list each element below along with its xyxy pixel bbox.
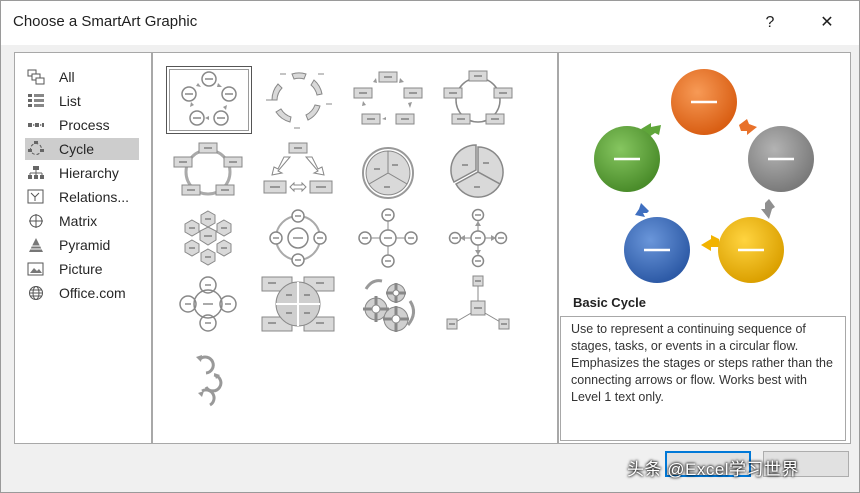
- cycle-icon: [28, 141, 44, 155]
- category-label: All: [59, 69, 75, 85]
- title-bar: Choose a SmartArt Graphic ? ✕: [1, 1, 859, 45]
- category-item-list[interactable]: List: [25, 90, 139, 112]
- category-item-relationship[interactable]: Relations...: [25, 186, 139, 208]
- preview-pane: Basic Cycle Use to represent a continuin…: [558, 52, 851, 444]
- layout-radial-cluster[interactable]: [436, 271, 520, 337]
- block-cycle-thumb: [353, 71, 423, 125]
- arrow-yellow-blue: [701, 235, 719, 251]
- diverging-radial-thumb: [448, 208, 508, 268]
- arrow-orange-gray: [739, 119, 757, 135]
- close-button[interactable]: ✕: [820, 14, 834, 31]
- pyramid-icon: [29, 238, 43, 252]
- basic-pie-thumb: [450, 144, 504, 198]
- layout-basic-radial[interactable]: [346, 205, 430, 271]
- layout-gallery: [152, 52, 558, 444]
- layout-circular-arrows[interactable]: [166, 345, 250, 411]
- gear-thumb: [363, 279, 415, 332]
- category-label: Cycle: [59, 141, 95, 157]
- category-item-picture[interactable]: Picture: [25, 258, 139, 280]
- layout-multidirectional-cycle[interactable]: [256, 139, 340, 205]
- dialog-title: Choose a SmartArt Graphic: [13, 13, 198, 30]
- layout-basic-cycle[interactable]: [166, 66, 252, 134]
- layout-radial-cycle[interactable]: [256, 205, 340, 271]
- multidirectional-cycle-thumb: [263, 142, 333, 194]
- layout-segmented-cycle[interactable]: [346, 139, 430, 205]
- category-item-pyramid[interactable]: Pyramid: [25, 234, 139, 256]
- layout-continuous-cycle[interactable]: [166, 139, 250, 205]
- process-icon: [28, 123, 44, 127]
- layout-diverging-radial[interactable]: [436, 205, 520, 271]
- category-item-process[interactable]: Process: [25, 114, 139, 136]
- radial-venn-thumb: [179, 276, 237, 332]
- circular-arrows-thumb: [196, 355, 223, 407]
- basic-radial-thumb: [358, 208, 418, 268]
- category-label: Matrix: [59, 213, 98, 229]
- hierarchy-icon: [28, 166, 44, 179]
- layout-block-cycle[interactable]: [346, 66, 430, 132]
- category-label: List: [59, 93, 81, 109]
- globe-icon: [29, 286, 43, 300]
- layout-gear[interactable]: [346, 271, 430, 337]
- category-label: Office.com: [59, 285, 126, 301]
- layout-hexagon-radial[interactable]: [166, 205, 250, 271]
- all-icon: [27, 69, 45, 85]
- category-list: All List Process Cycle Hierarchy Relatio…: [14, 52, 152, 444]
- text-cycle-thumb: [266, 72, 332, 129]
- hexagon-radial-thumb: [184, 210, 232, 266]
- arrow-gray-yellow: [761, 199, 775, 219]
- preview-layout-name: Basic Cycle: [573, 295, 646, 310]
- layout-basic-pie[interactable]: [436, 139, 520, 205]
- radial-cycle-thumb: [269, 209, 327, 267]
- category-item-matrix[interactable]: Matrix: [25, 210, 139, 232]
- basic-cycle-preview-art: [594, 69, 814, 283]
- category-item-office-com[interactable]: Office.com: [25, 282, 139, 304]
- category-label: Picture: [59, 261, 103, 277]
- layout-radial-venn[interactable]: [166, 271, 250, 337]
- category-item-all[interactable]: All: [25, 66, 139, 88]
- layout-text-cycle[interactable]: [256, 66, 340, 132]
- arrow-blue-green: [635, 203, 649, 217]
- ok-button[interactable]: [665, 451, 751, 477]
- category-item-hierarchy[interactable]: Hierarchy: [25, 162, 139, 184]
- help-button[interactable]: ?: [765, 14, 775, 31]
- matrix-icon: [29, 214, 43, 228]
- segmented-cycle-thumb: [362, 147, 414, 199]
- category-label: Pyramid: [59, 237, 111, 253]
- watermark-text: 头条 @Excel学习世界: [627, 460, 800, 479]
- category-label: Hierarchy: [59, 165, 119, 181]
- category-label: Process: [59, 117, 110, 133]
- category-label: Relations...: [59, 189, 130, 205]
- relationship-icon: [27, 189, 44, 204]
- nondirectional-cycle-thumb: [443, 70, 513, 125]
- radial-cluster-thumb: [446, 275, 510, 330]
- layout-cycle-matrix[interactable]: [256, 271, 340, 337]
- list-icon: [28, 94, 44, 107]
- basic-cycle-thumb: [181, 71, 237, 126]
- continuous-cycle-thumb: [173, 142, 243, 196]
- category-item-cycle[interactable]: Cycle: [25, 138, 139, 160]
- preview-description: Use to represent a continuing sequence o…: [560, 316, 846, 441]
- layout-nondirectional-cycle[interactable]: [436, 66, 520, 132]
- cancel-button[interactable]: [763, 451, 849, 477]
- picture-icon: [27, 262, 44, 276]
- cycle-matrix-thumb: [261, 276, 335, 332]
